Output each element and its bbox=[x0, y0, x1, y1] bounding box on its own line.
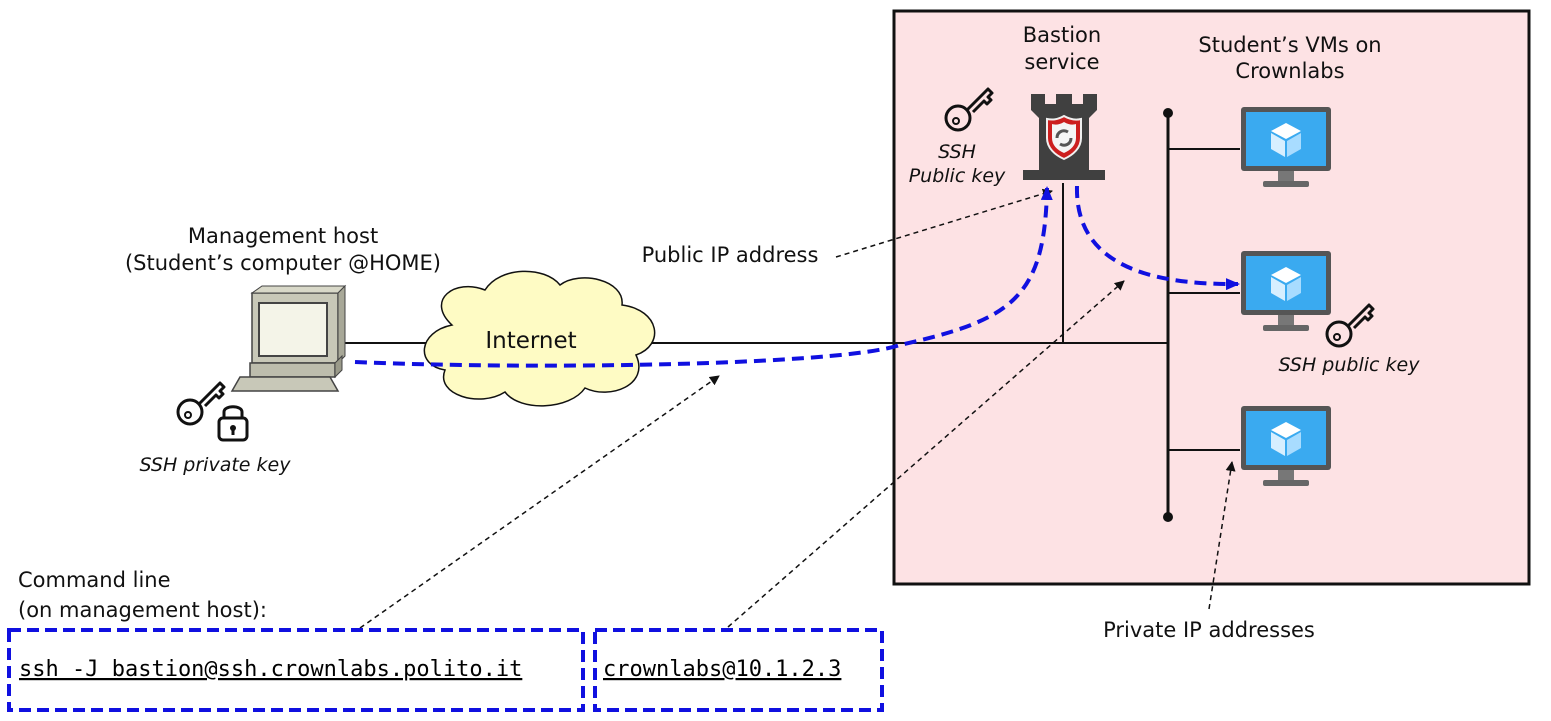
vms-title-line1: Student’s VMs on bbox=[1198, 33, 1381, 57]
internet-label: Internet bbox=[485, 328, 576, 354]
datacenter-box bbox=[892, 9, 1531, 586]
jump-host-arrow bbox=[359, 375, 720, 629]
command-line-title-line1: Command line bbox=[18, 568, 171, 592]
vms-title-line2: Crownlabs bbox=[1235, 59, 1344, 83]
private-key-icon bbox=[176, 381, 226, 426]
command-jump-text: ssh -J bastion@ssh.crownlabs.polito.it bbox=[19, 657, 522, 682]
ssh-path-to-bastion bbox=[354, 186, 1053, 368]
management-host-subtitle: (Student’s computer @HOME) bbox=[125, 251, 441, 275]
bastion-title-line2: service bbox=[1024, 50, 1099, 74]
public-ip-arrow bbox=[835, 188, 1053, 258]
command-target-text: crownlabs@10.1.2.3 bbox=[603, 657, 841, 682]
bastion-key-label-line2: Public key bbox=[909, 165, 1006, 187]
ssh-path-to-vm bbox=[1074, 185, 1240, 291]
command-target-box bbox=[593, 628, 884, 712]
command-line-title-line2: (on management host): bbox=[18, 598, 267, 622]
command-jump-box bbox=[7, 628, 585, 712]
vm-key-label: SSH public key bbox=[1279, 354, 1421, 376]
private-ips-label: Private IP addresses bbox=[1103, 618, 1315, 642]
computer-icon bbox=[230, 284, 347, 392]
private-key-label: SSH private key bbox=[140, 454, 292, 476]
management-host-title: Management host bbox=[188, 224, 378, 248]
private-ip-arrow-vm3 bbox=[1208, 461, 1236, 610]
bastion-tower-icon bbox=[1023, 94, 1105, 180]
vm-bus-top-node bbox=[1163, 108, 1173, 118]
bastion-title-line1: Bastion bbox=[1023, 23, 1101, 47]
lock-icon bbox=[217, 405, 249, 442]
vm-bus-bottom-node bbox=[1163, 512, 1173, 522]
public-ip-label: Public IP address bbox=[642, 243, 819, 267]
internet-cloud bbox=[423, 270, 656, 407]
private-ip-arrow-bastion bbox=[727, 280, 1125, 628]
bastion-key-label-line1: SSH bbox=[938, 141, 976, 163]
